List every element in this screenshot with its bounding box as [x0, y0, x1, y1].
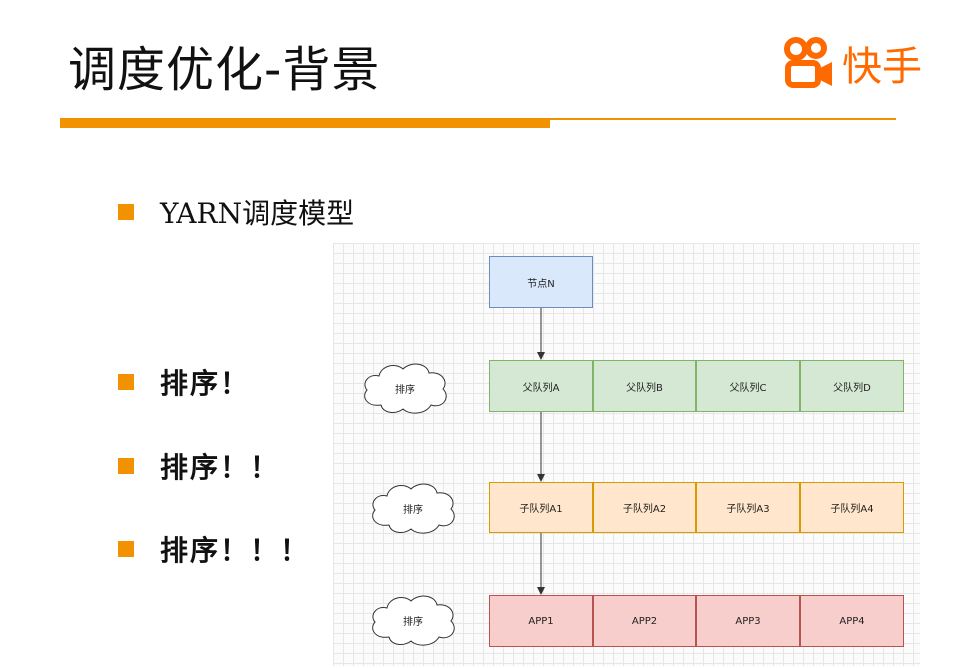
bullet-square-icon [118, 204, 134, 220]
bullet-item: 排序！！！ [118, 529, 310, 569]
child-queue-box: 子队列A2 [593, 482, 696, 533]
cloud-label: 排序 [403, 616, 423, 628]
parent-queue-box: 父队列A [489, 360, 593, 412]
kuaishou-logo-icon [784, 37, 832, 88]
yarn-scheduling-diagram: 节点N 父队列A 父队列B 父队列C 父队列D 子队列A1 子队列A2 子队列A… [333, 243, 920, 666]
page-title: 调度优化-背景 [68, 42, 381, 98]
title-underline-thin [550, 118, 896, 120]
bullet-item: YARN调度模型 [118, 192, 354, 232]
bullet-label: 排序！！ [160, 451, 281, 484]
arrow-icon [537, 412, 545, 482]
logo-text: 快手 [842, 44, 922, 90]
kuaishou-logo: 快手 [780, 34, 922, 92]
cloud-label: 排序 [395, 384, 415, 396]
child-queue-box: 子队列A4 [800, 482, 904, 533]
bullet-label: YARN调度模型 [160, 197, 355, 230]
bullet-square-icon [118, 458, 134, 474]
cloud-shape-icon [372, 595, 455, 646]
cloud-label: 排序 [403, 504, 423, 516]
app-box: APP3 [696, 595, 800, 647]
root-node-box: 节点N [489, 256, 593, 308]
parent-queue-box: 父队列D [800, 360, 904, 412]
app-box: APP4 [800, 595, 904, 647]
bullet-label: 排序！！！ [160, 534, 311, 567]
bullet-square-icon [118, 374, 134, 390]
parent-queue-box: 父队列B [593, 360, 696, 412]
bullet-item: 排序！！ [118, 446, 280, 486]
cloud-shape-icon [372, 483, 455, 534]
bullet-item: 排序！ [118, 362, 250, 402]
bullet-label: 排序！ [160, 367, 251, 400]
cloud-shape-icon [364, 363, 447, 414]
child-queue-box: 子队列A3 [696, 482, 800, 533]
child-queue-box: 子队列A1 [489, 482, 593, 533]
app-box: APP1 [489, 595, 593, 647]
app-box: APP2 [593, 595, 696, 647]
arrow-icon [537, 533, 545, 595]
title-underline-thick [60, 118, 550, 128]
parent-queue-box: 父队列C [696, 360, 800, 412]
bullet-square-icon [118, 541, 134, 557]
arrow-icon [537, 308, 545, 360]
